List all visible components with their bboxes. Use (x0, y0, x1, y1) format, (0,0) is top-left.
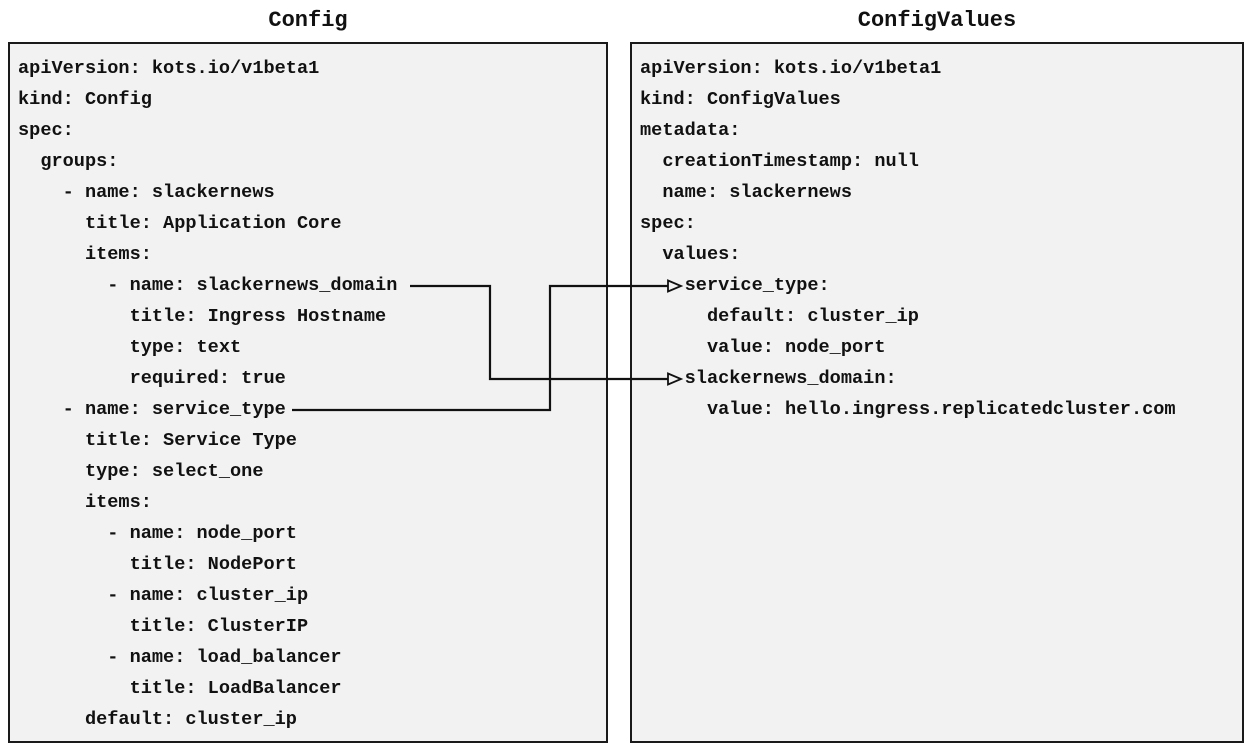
yaml-line: kind: ConfigValues (640, 89, 841, 110)
yaml-line: type: select_one (18, 461, 264, 482)
yaml-line: kind: Config (18, 89, 152, 110)
yaml-line: spec: (640, 213, 696, 234)
yaml-line: title: Ingress Hostname (18, 306, 387, 327)
yaml-line: items: (18, 244, 152, 265)
yaml-line: - name: load_balancer (18, 647, 342, 668)
yaml-line: - name: node_port (18, 523, 297, 544)
yaml-line: values: (640, 244, 741, 265)
yaml-line: value: node_port (640, 337, 886, 358)
config-panel: apiVersion: kots.io/v1beta1 kind: Config… (8, 42, 608, 743)
configvalues-panel: apiVersion: kots.io/v1beta1 kind: Config… (630, 42, 1244, 743)
yaml-line-slackernews-domain-value: slackernews_domain: (640, 368, 897, 389)
yaml-line: default: cluster_ip (640, 306, 919, 327)
yaml-line: creationTimestamp: null (640, 151, 919, 172)
configvalues-panel-title: ConfigValues (857, 8, 1017, 33)
yaml-line-slackernews-domain: - name: slackernews_domain (18, 275, 398, 296)
yaml-line-service-type: - name: service_type (18, 399, 286, 420)
yaml-line: default: cluster_ip (18, 709, 297, 730)
config-panel-title: Config (268, 8, 348, 33)
yaml-line: value: hello.ingress.replicatedcluster.c… (640, 399, 1176, 420)
yaml-line: title: NodePort (18, 554, 297, 575)
yaml-line: items: (18, 492, 152, 513)
yaml-line: title: Service Type (18, 430, 297, 451)
yaml-line: type: text (18, 337, 242, 358)
yaml-line: spec: (18, 120, 74, 141)
yaml-line: apiVersion: kots.io/v1beta1 (18, 58, 320, 79)
yaml-line: apiVersion: kots.io/v1beta1 (640, 58, 942, 79)
yaml-line: name: slackernews (640, 182, 853, 203)
yaml-line: - name: cluster_ip (18, 585, 309, 606)
yaml-line: groups: (18, 151, 119, 172)
yaml-line-service-type-value: service_type: (640, 275, 830, 296)
yaml-line: - name: slackernews (18, 182, 275, 203)
yaml-line: title: LoadBalancer (18, 678, 342, 699)
yaml-line: title: ClusterIP (18, 616, 309, 637)
yaml-line: title: Application Core (18, 213, 342, 234)
yaml-line: required: true (18, 368, 286, 389)
yaml-line: metadata: (640, 120, 741, 141)
